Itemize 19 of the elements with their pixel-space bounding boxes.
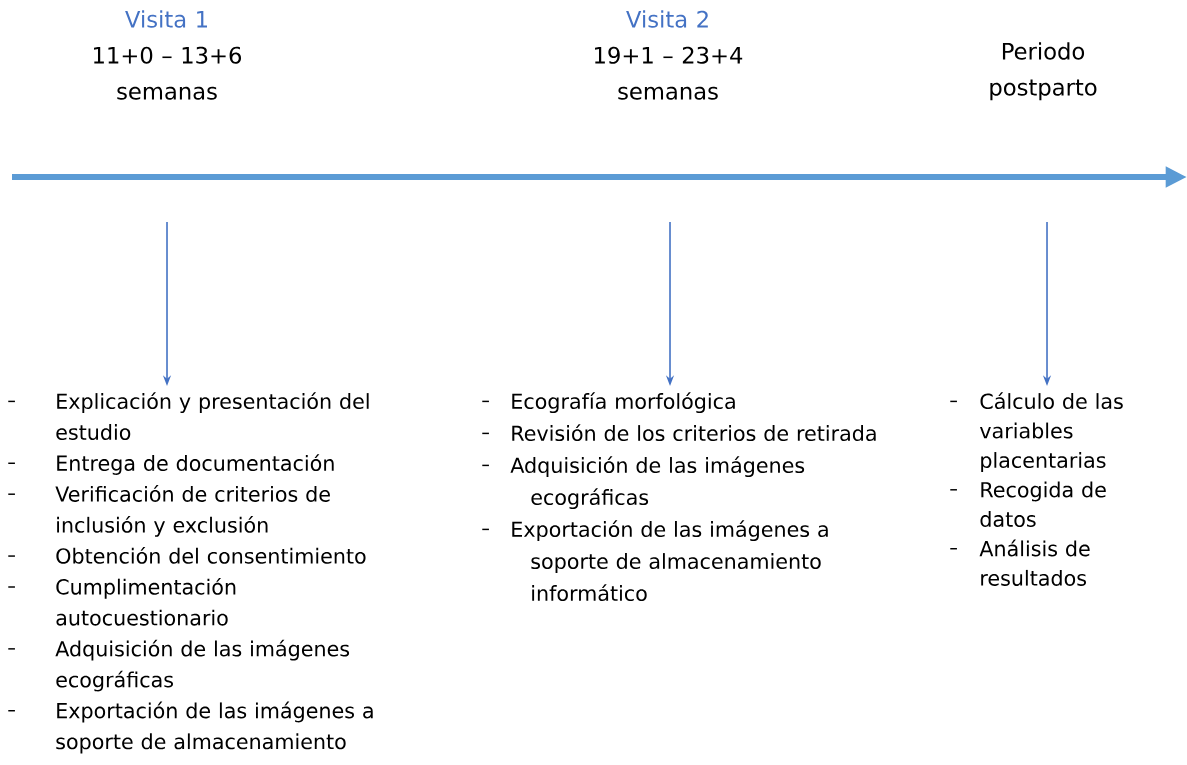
list-item: Cálculo de las variables placentarias	[979, 392, 1123, 473]
list-item: Adquisición de las imágenes ecográficas	[55, 639, 350, 692]
list-item: Ecografía morfológica	[512, 392, 735, 414]
list-item: Entrega de documentación	[57, 454, 334, 475]
visit-title: Visita 2	[626, 10, 708, 28]
list-item: Análisis de resultados	[979, 539, 1090, 586]
list-item: Exportación de las imágenes a soporte de almacenamiento informático	[512, 520, 828, 602]
period-label: Periodo postparto	[990, 42, 1097, 101]
list-item: Cumplimentación autocuestionario	[56, 577, 236, 626]
period-label: 11+0 – 13+6 semanas	[94, 46, 241, 100]
list-item: Exportación de las imágenes a soporte de almacenamiento	[56, 701, 373, 754]
list-item: Revisión de los criterios de retirada	[512, 424, 876, 442]
visit-title: Visita 1	[125, 10, 207, 28]
list-item: Obtención del consentimiento	[56, 546, 366, 564]
list-item: Adquisición de las imágenes ecográficas	[510, 456, 805, 510]
list-item: Explicación y presentación del estudio	[56, 392, 369, 441]
list-item: Recogida de datos	[980, 481, 1106, 527]
period-label: 19+1 – 23+4 semanas	[595, 46, 743, 100]
list-item: Verificación de criterios de inclusión y exclusión	[55, 485, 330, 537]
